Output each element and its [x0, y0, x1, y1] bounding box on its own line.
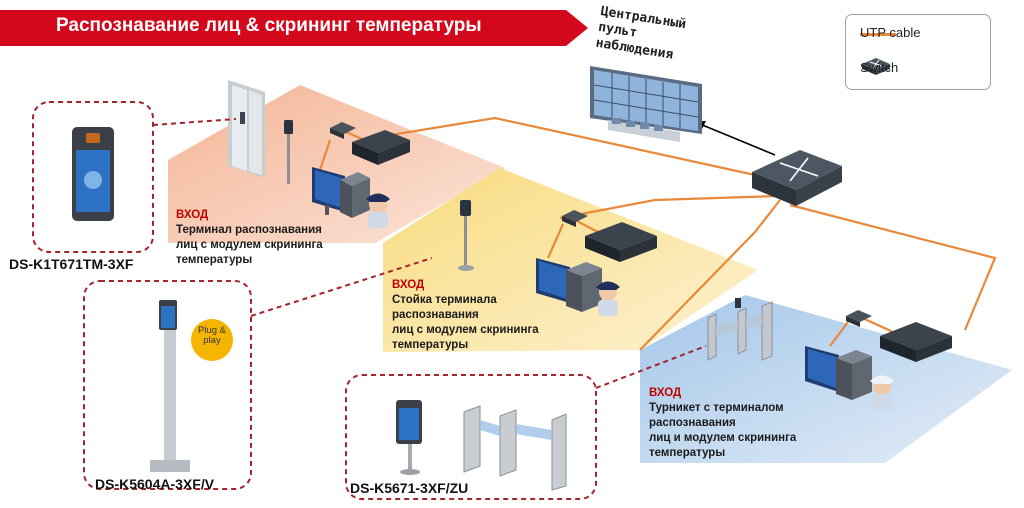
page-title: Распознавание лиц & скрининг температуры	[56, 15, 482, 36]
header-banner	[0, 10, 588, 46]
plug-and-play-text: Plug & play	[198, 325, 226, 346]
zone-3-text: ВХОД Турникет с терминалом распознавания…	[649, 386, 796, 461]
stand-product-image	[150, 300, 190, 472]
callout-terminal	[32, 101, 154, 253]
legend-switch-label: Switch	[860, 60, 899, 75]
zone-2-entry: ВХОД	[392, 279, 425, 291]
terminal-product-image	[72, 127, 114, 221]
callouts	[32, 101, 707, 500]
zone-2-text: ВХОД Стойка терминала распознавания лиц …	[392, 278, 539, 353]
zone-1-text: ВХОД Терминал распознавания лиц с модуле…	[176, 208, 323, 268]
utp-cable-swatch	[860, 33, 896, 36]
core-switch-icon	[752, 150, 842, 206]
zone-2-floor	[383, 168, 758, 352]
callout-stand	[83, 280, 252, 490]
zone-2-equipment	[458, 200, 657, 316]
zone-3-equipment	[707, 298, 952, 410]
turnstile-product-image	[396, 400, 567, 491]
zone-3-entry: ВХОД	[649, 387, 682, 399]
switch-icon	[862, 58, 890, 75]
zone-1-desc: Терминал распознавания лиц с модулем скр…	[176, 224, 323, 266]
callout-turnstile	[345, 374, 597, 500]
zone-1-equipment	[228, 80, 410, 228]
legend-cable-label: UTP cable	[860, 25, 921, 40]
terminal-model-label: DS-K1T671TM-3XF	[9, 256, 134, 272]
zone-2-desc: Стойка терминала распознавания лиц с мод…	[392, 294, 539, 351]
zone-3-desc: Турникет с терминалом распознавания лиц …	[649, 402, 797, 459]
plug-and-play-badge	[191, 319, 233, 361]
utp-cables	[316, 116, 997, 351]
stand-model-label: DS-K5604A-3XF/V	[95, 476, 215, 492]
legend: UTP cable Switch	[845, 14, 991, 90]
turnstile-model-label: DS-K5671-3XF/ZU	[350, 480, 469, 496]
video-wall	[590, 66, 702, 142]
zone-1-entry: ВХОД	[176, 209, 209, 221]
uplink-arrow	[699, 123, 776, 156]
